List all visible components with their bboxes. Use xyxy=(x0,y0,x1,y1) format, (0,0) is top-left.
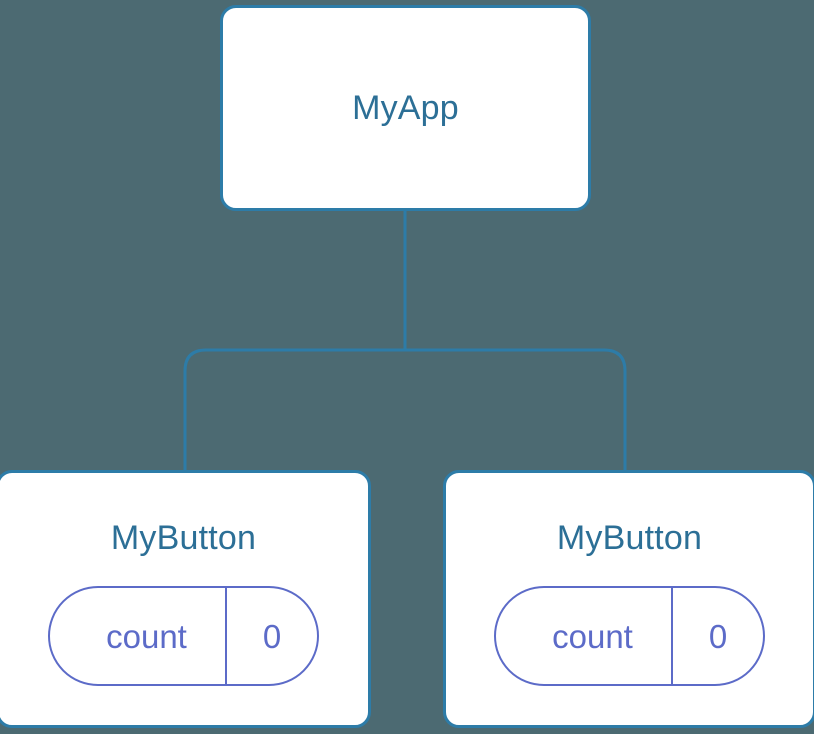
state-key: count xyxy=(106,617,187,655)
node-title: MyButton xyxy=(110,519,257,557)
state-key: count xyxy=(552,617,633,655)
node-mybutton-1[interactable]: MyButton count 0 xyxy=(0,470,371,728)
node-title: MyButton xyxy=(556,519,703,557)
node-title: MyApp xyxy=(352,89,459,127)
node-mybutton-2[interactable]: MyButton count 0 xyxy=(443,470,814,728)
state-pill[interactable]: count 0 xyxy=(494,586,765,686)
edge-root-to-child-right xyxy=(405,348,627,472)
node-myapp[interactable]: MyApp xyxy=(220,5,591,211)
state-value: 0 xyxy=(671,588,763,684)
edge-root-to-child-left xyxy=(183,348,405,472)
state-value: 0 xyxy=(225,588,317,684)
state-pill[interactable]: count 0 xyxy=(48,586,319,686)
